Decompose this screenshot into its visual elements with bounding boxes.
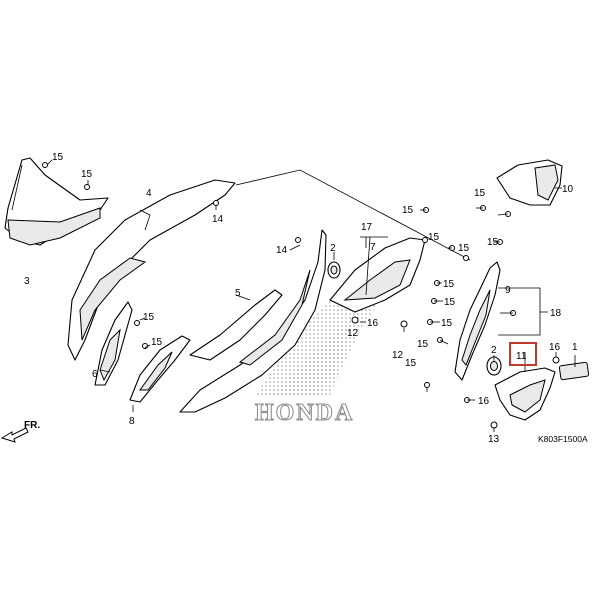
callout-15: 15 — [81, 169, 93, 180]
part-5-main-cover — [179, 229, 327, 413]
callout-15: 15 — [458, 243, 470, 254]
callout-15: 15 — [143, 312, 155, 323]
callout-15: 15 — [52, 152, 64, 163]
callout-9: 9 — [505, 285, 511, 296]
callout-6: 6 — [92, 369, 98, 380]
part-2-grommet-left — [327, 261, 341, 279]
callout-14: 14 — [276, 245, 288, 256]
callout-15: 15 — [417, 339, 429, 350]
part-1-reflector — [558, 361, 590, 381]
callout-17: 17 — [361, 222, 373, 233]
callout-15: 15 — [443, 279, 455, 290]
callout-10: 10 — [562, 184, 574, 195]
callout-15: 15 — [405, 358, 417, 369]
callout-15: 15 — [428, 232, 440, 243]
part-6-lower-panel — [94, 301, 133, 386]
callout-11: 11 — [516, 351, 527, 362]
callout-15: 15 — [402, 205, 414, 216]
part-10-top-cover — [496, 159, 563, 206]
callout-2: 2 — [491, 345, 497, 356]
part-11-bracket — [494, 367, 556, 421]
callout-12: 12 — [347, 328, 359, 339]
callout-5: 5 — [235, 288, 241, 299]
callout-7: 7 — [370, 242, 376, 253]
callout-8: 8 — [129, 416, 135, 427]
front-indicator-label: FR. — [24, 420, 40, 431]
callout-16: 16 — [478, 396, 490, 407]
callout-3: 3 — [24, 276, 30, 287]
part-4-side-cover — [67, 179, 236, 361]
honda-watermark-text: HONDA — [255, 400, 354, 426]
callout-leaders — [46, 159, 576, 432]
callout-16: 16 — [549, 342, 561, 353]
callout-15: 15 — [444, 297, 456, 308]
callout-1: 1 — [572, 342, 578, 353]
highlight-box-part-11 — [509, 342, 537, 366]
part-3-rear-cover — [4, 157, 109, 246]
front-arrow-icon — [0, 427, 29, 443]
diagram-code: K803F1500A — [538, 434, 588, 444]
callout-13: 13 — [488, 434, 500, 445]
part-2-grommet-right — [486, 356, 502, 376]
callout-12: 12 — [392, 350, 404, 361]
callout-15: 15 — [151, 337, 163, 348]
part-7-inner-panel — [329, 237, 426, 313]
callout-4: 4 — [146, 188, 152, 199]
callout-15: 15 — [487, 237, 499, 248]
callout-15: 15 — [441, 318, 453, 329]
callout-15: 15 — [474, 188, 486, 199]
part-9-right-frame — [454, 261, 501, 381]
callout-14: 14 — [212, 214, 224, 225]
callout-16: 16 — [367, 318, 379, 329]
callout-2: 2 — [330, 243, 336, 254]
part-8-lower-panel — [129, 335, 191, 403]
callout-18: 18 — [550, 308, 562, 319]
assembly-outline-line — [235, 169, 471, 261]
